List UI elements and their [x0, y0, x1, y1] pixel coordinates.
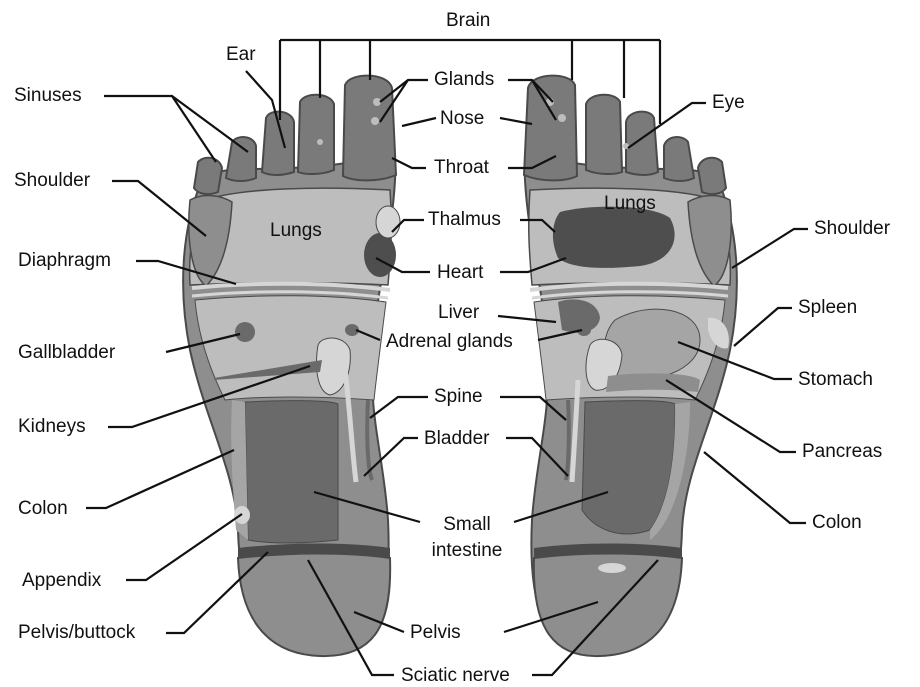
label-small-intestine: Small intestine — [422, 512, 512, 564]
left-heart-zone — [364, 233, 396, 277]
right-toe-4 — [664, 137, 694, 181]
label-pelvis: Pelvis — [410, 622, 461, 644]
label-pancreas: Pancreas — [802, 441, 882, 463]
label-sciatic-nerve: Sciatic nerve — [401, 665, 510, 687]
label-stomach: Stomach — [798, 369, 873, 391]
label-shoulder-right: Shoulder — [814, 218, 890, 240]
lungs-left-label: Lungs — [270, 220, 322, 241]
left-foot — [183, 76, 400, 656]
label-bladder: Bladder — [424, 428, 490, 450]
left-gallbladder-zone — [235, 322, 255, 342]
right-toe-3 — [626, 112, 658, 175]
label-colon-left: Colon — [18, 498, 68, 520]
label-sinuses: Sinuses — [14, 85, 82, 107]
label-shoulder-left: Shoulder — [14, 170, 90, 192]
left-small-intestine-zone — [245, 401, 338, 543]
label-diaphragm: Diaphragm — [18, 250, 111, 272]
right-heart-zone — [553, 207, 675, 268]
label-ear: Ear — [226, 44, 256, 66]
label-heart: Heart — [437, 262, 483, 284]
label-colon-right: Colon — [812, 512, 862, 534]
left-thalmus-zone — [376, 206, 400, 238]
label-adrenal-glands: Adrenal glands — [386, 331, 513, 353]
label-liver: Liver — [438, 302, 479, 324]
label-eye: Eye — [712, 92, 745, 114]
label-throat: Throat — [434, 157, 489, 179]
label-pelvis-buttock: Pelvis/buttock — [18, 622, 135, 644]
label-nose: Nose — [440, 108, 484, 130]
left-big-toe — [343, 76, 396, 181]
label-appendix: Appendix — [22, 570, 101, 592]
right-big-toe — [524, 76, 577, 181]
label-spleen: Spleen — [798, 297, 857, 319]
right-foot — [524, 76, 737, 656]
left-toe-5 — [194, 158, 222, 194]
label-thalmus: Thalmus — [428, 209, 501, 231]
label-gallbladder: Gallbladder — [18, 342, 115, 364]
right-toe-5 — [698, 158, 726, 194]
left-toe-2 — [298, 95, 334, 174]
right-toe-2 — [586, 95, 622, 174]
label-kidneys: Kidneys — [18, 416, 86, 438]
lungs-right-label: Lungs — [604, 193, 656, 214]
right-pancreas-zone — [606, 373, 700, 392]
label-brain: Brain — [446, 10, 490, 32]
label-glands: Glands — [434, 69, 494, 91]
label-spine: Spine — [434, 386, 483, 408]
left-toe-4 — [226, 137, 256, 181]
left-middle-zone — [195, 296, 386, 400]
